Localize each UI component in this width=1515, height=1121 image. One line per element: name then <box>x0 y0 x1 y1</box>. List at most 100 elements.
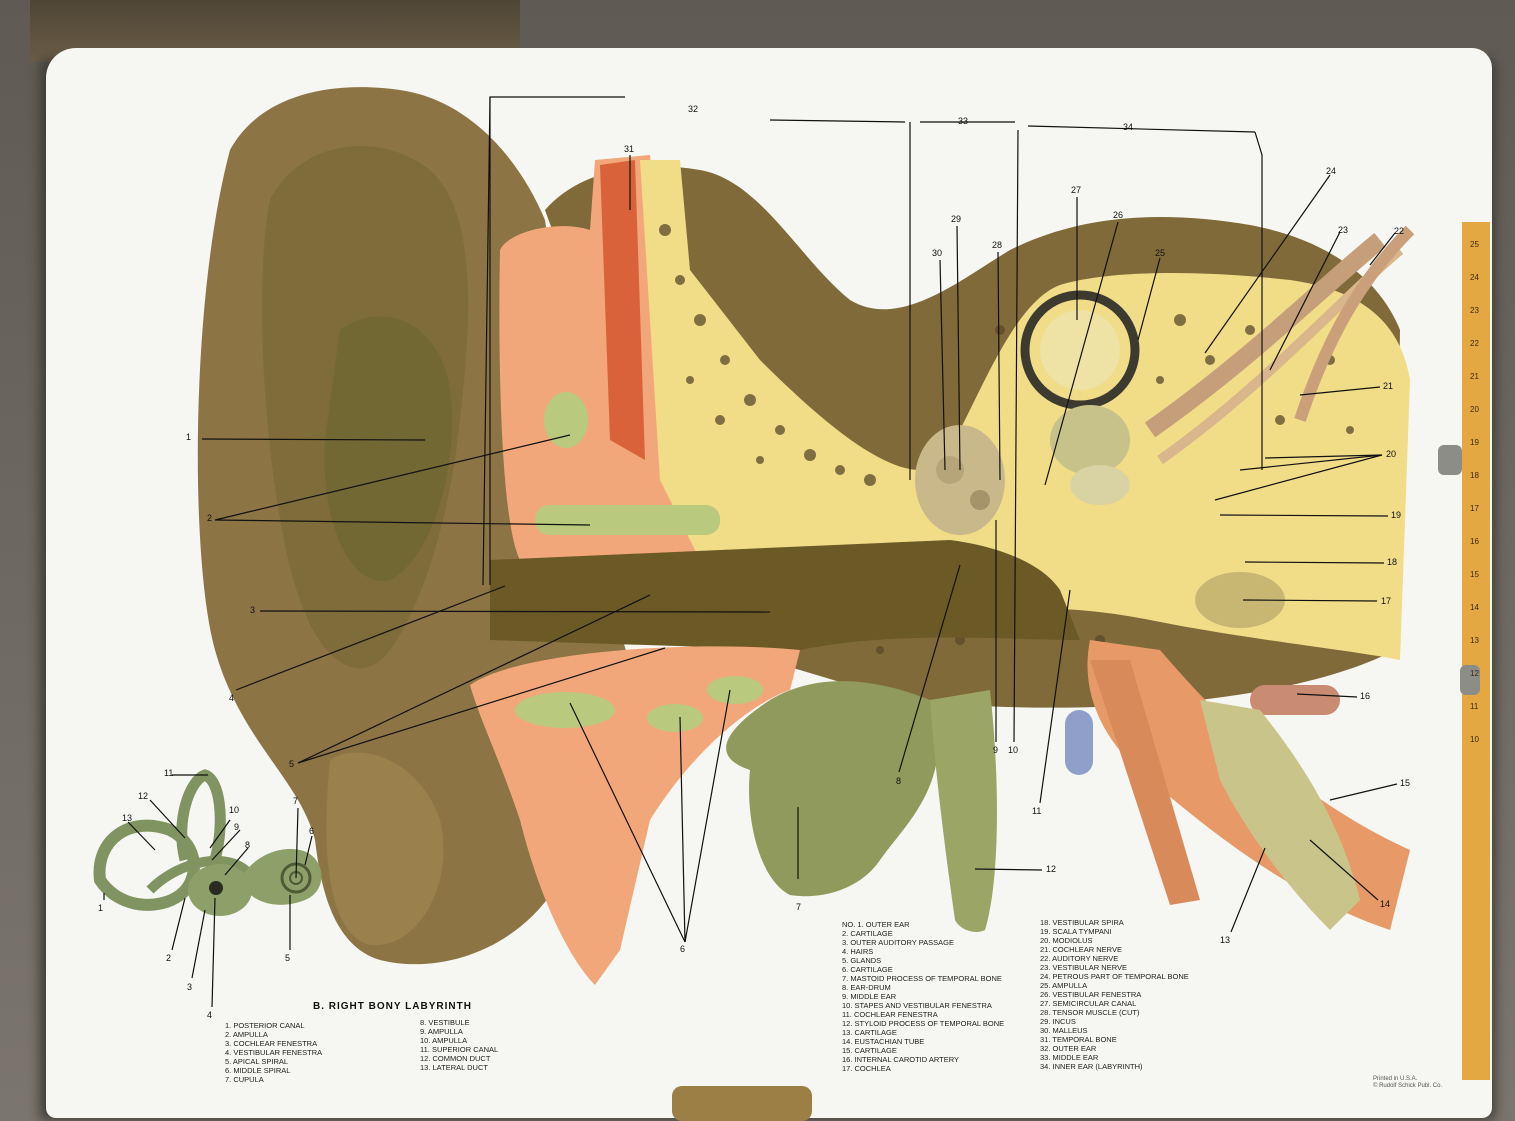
legend-item: 26. VESTIBULAR FENESTRA <box>1040 990 1142 999</box>
legend-item: 7. CUPULA <box>225 1075 264 1084</box>
outer-auditory-passage <box>490 540 1080 650</box>
semicircular-canal <box>1020 290 1140 410</box>
callout-5: 5 <box>289 759 295 769</box>
printed-line: Printed in U.S.A. <box>1373 1076 1418 1082</box>
inset-callout-12: 12 <box>138 791 149 801</box>
legend-item: 21. COCHLEAR NERVE <box>1040 945 1122 954</box>
inset-callout-4: 4 <box>207 1010 213 1020</box>
callout-34: 34 <box>1123 122 1134 132</box>
callout-21: 21 <box>1383 381 1394 391</box>
legend-item: 11. SUPERIOR CANAL <box>420 1045 499 1054</box>
inset-callout-5: 5 <box>285 953 291 963</box>
inset-callout-11: 11 <box>164 768 174 778</box>
legend-item: 31. TEMPORAL BONE <box>1040 1035 1117 1044</box>
legend-item: 11. COCHLEAR FENESTRA <box>842 1010 938 1019</box>
ruler-mark: 25 <box>1470 240 1479 249</box>
inset-callout-7: 7 <box>293 796 299 806</box>
ruler-mark: 22 <box>1470 339 1479 348</box>
eustachian-cartilage <box>1200 700 1360 930</box>
legend-item: 9. MIDDLE EAR <box>842 992 897 1001</box>
legend-item: 1. POSTERIOR CANAL <box>225 1021 305 1030</box>
legend-item: 24. PETROUS PART OF TEMPORAL BONE <box>1040 972 1189 981</box>
legend-item: 28. TENSOR MUSCLE (CUT) <box>1040 1008 1140 1017</box>
legend-item: 22. AUDITORY NERVE <box>1040 954 1119 963</box>
legend-item: 12. COMMON DUCT <box>420 1054 491 1063</box>
hanger-clip-bottom <box>1460 665 1480 695</box>
temporal-bone <box>640 160 1410 660</box>
callout-4: 4 <box>229 693 235 703</box>
callout-3: 3 <box>250 605 256 615</box>
ruler-mark: 12 <box>1470 669 1479 678</box>
malleus <box>936 456 964 484</box>
legend-item: 8. EAR-DRUM <box>842 983 891 992</box>
legend-item: 15. CARTILAGE <box>842 1046 897 1055</box>
legend-item: 5. GLANDS <box>842 956 882 965</box>
ruler-mark: 21 <box>1470 372 1479 381</box>
inset-callout-2: 2 <box>166 953 172 963</box>
printed-credit: Printed in U.S.A. © Rudolf Schick Publ. … <box>1373 1076 1442 1090</box>
cochlea <box>1195 572 1285 628</box>
legend-item: 6. MIDDLE SPIRAL <box>225 1066 291 1075</box>
callout-7: 7 <box>796 902 802 912</box>
ruler-marks: 25 24 23 22 21 20 19 18 17 16 15 14 13 1… <box>1470 228 1490 756</box>
callout-16: 16 <box>1360 691 1371 701</box>
legend-item: 27. SEMICIRCULAR CANAL <box>1040 999 1137 1008</box>
legend-item: 4. HAIRS <box>842 947 874 956</box>
concha <box>324 316 452 581</box>
inset-superior-canal <box>176 769 226 862</box>
legend-item: 17. COCHLEA <box>842 1064 891 1073</box>
legend-main-col1: NO. 1. OUTER EAR 2. CARTILAGE 3. OUTER A… <box>842 920 1004 1073</box>
inset-callout-8: 8 <box>245 840 251 850</box>
legend-item: 2. CARTILAGE <box>842 929 893 938</box>
internal-carotid-artery <box>1250 685 1340 715</box>
callout-1: 1 <box>186 432 192 442</box>
callout-28: 28 <box>992 240 1003 250</box>
callout-18: 18 <box>1387 557 1398 567</box>
legend-item: 9. AMPULLA <box>420 1027 463 1036</box>
publisher-line: © Rudolf Schick Publ. Co. <box>1373 1083 1443 1089</box>
bony-labyrinth-title: B. RIGHT BONY LABYRINTH <box>313 1001 472 1012</box>
inset-posterior-canal <box>93 819 200 911</box>
bony-labyrinth-inset <box>93 769 322 916</box>
legend-item: 5. APICAL SPIRAL <box>225 1057 289 1066</box>
callout-6: 6 <box>680 944 686 954</box>
legend-item: 33. MIDDLE EAR <box>1040 1053 1099 1062</box>
callout-27: 27 <box>1071 185 1082 195</box>
callout-30: 30 <box>932 248 943 258</box>
legend-item: 10. AMPULLA <box>420 1036 468 1045</box>
legend-item: 25. AMPULLA <box>1040 981 1088 990</box>
legend-item: 8. VESTIBULE <box>420 1018 470 1027</box>
legend-item: 29. INCUS <box>1040 1017 1076 1026</box>
inset-callout-1: 1 <box>98 903 104 913</box>
cartilage-patch-lower-1 <box>515 692 615 728</box>
callout-20: 20 <box>1386 449 1397 459</box>
callout-15: 15 <box>1400 778 1411 788</box>
legend-item: 20. MODIOLUS <box>1040 936 1093 945</box>
mastoid-process <box>726 681 939 897</box>
ruler-mark: 18 <box>1470 471 1479 480</box>
cartilage-patch-lower-3 <box>707 676 763 704</box>
internal-carotid-artery-vertical <box>1065 710 1093 775</box>
styloid-process <box>930 690 997 932</box>
callout-33: 33 <box>958 116 969 126</box>
legend-item: 4. VESTIBULAR FENESTRA <box>225 1048 323 1057</box>
legend-item: 14. EUSTACHIAN TUBE <box>842 1037 925 1046</box>
callout-23: 23 <box>1338 225 1349 235</box>
earlobe <box>326 752 444 946</box>
legend-item: 32. OUTER EAR <box>1040 1044 1097 1053</box>
inset-fenestra <box>209 881 223 895</box>
callout-22: 22 <box>1394 226 1405 236</box>
vestibule <box>1070 465 1130 505</box>
legend-item: 30. MALLEUS <box>1040 1026 1088 1035</box>
semicircular-canal-inner <box>1040 310 1120 390</box>
ruler-mark: 15 <box>1470 570 1479 579</box>
ruler-mark: 14 <box>1470 603 1479 612</box>
ampulla <box>1050 405 1130 475</box>
muscle-band <box>600 160 645 460</box>
cartilage-lower <box>470 646 800 985</box>
callout-10: 10 <box>1008 745 1019 755</box>
cartilage-13 <box>1090 660 1200 905</box>
legend-item: 6. CARTILAGE <box>842 965 893 974</box>
legend-item: 12. STYLOID PROCESS OF TEMPORAL BONE <box>842 1019 1005 1028</box>
